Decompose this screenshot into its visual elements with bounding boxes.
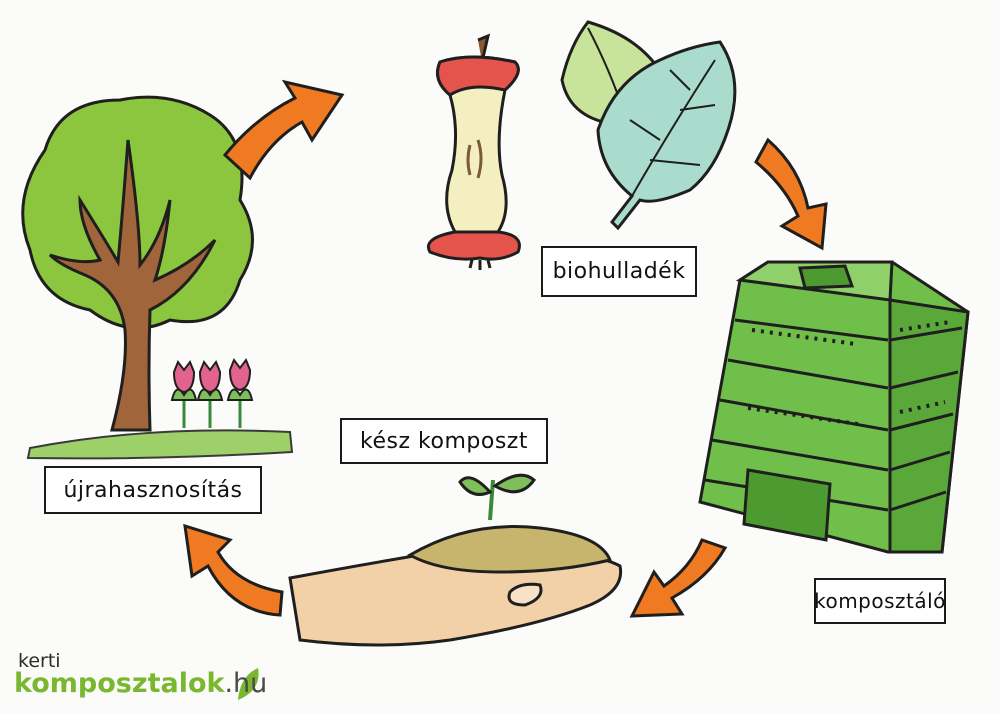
arrow-leaf-to-composter [754, 137, 828, 251]
logo-line-domain: komposztalok.hu [14, 668, 267, 699]
arrow-composter-to-compost [629, 538, 728, 618]
cycle-arrows [183, 79, 828, 618]
composter [698, 260, 970, 554]
arrow-compost-to-tree [183, 523, 284, 617]
leaf-logo-icon [238, 668, 259, 700]
ground-grass [26, 429, 294, 460]
label-biohulladek: biohulladék [541, 246, 697, 297]
tulips [170, 357, 254, 428]
site-logo: kerti komposztalok.hu [14, 648, 267, 708]
label-kesz-komposzt: kész komposzt [340, 418, 548, 464]
logo-line-kerti: kerti [18, 650, 61, 672]
label-ujrahasznositas: újrahasznosítás [44, 466, 262, 514]
logo-main-text: komposztalok [14, 668, 225, 699]
apple-core [427, 33, 521, 270]
tree-trunk [48, 139, 217, 432]
arrow-tree-to-apple [222, 79, 345, 181]
leaves [560, 20, 737, 231]
logo-tld: .hu [224, 668, 268, 699]
hand-with-compost [288, 473, 623, 647]
label-komposztalo: komposztáló [814, 578, 946, 624]
